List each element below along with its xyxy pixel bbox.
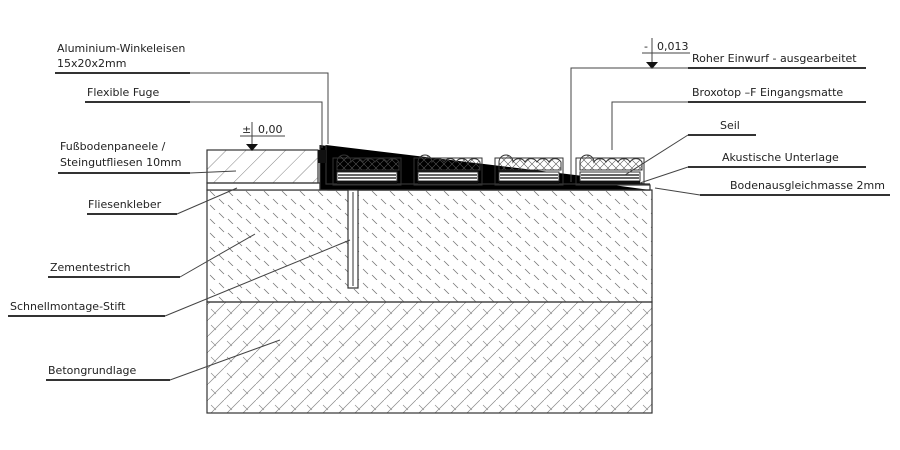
label-fuge: Flexible Fuge	[87, 86, 160, 99]
pit-level-value: 0,013	[657, 40, 689, 53]
mat-module	[332, 154, 402, 186]
label-aluminium-size: 15x20x2mm	[57, 57, 126, 70]
label-beton: Betongrundlage	[48, 364, 137, 377]
pit-level-marker-icon	[646, 62, 658, 69]
label-kleber: Fliesenkleber	[88, 198, 162, 211]
label-ausgleich: Bodenausgleichmasse 2mm	[730, 179, 885, 192]
fliesenkleber-layer	[206, 182, 321, 191]
label-seil: Seil	[720, 119, 740, 132]
betongrundlage-layer	[206, 301, 653, 414]
tile-layer	[206, 149, 319, 184]
label-estrich: Zementestrich	[50, 261, 131, 274]
label-stift: Schnellmontage-Stift	[10, 300, 126, 313]
flexible-joint	[318, 150, 326, 163]
mat-modules	[332, 154, 645, 186]
floor-level-sign: ±	[242, 123, 251, 136]
label-unterlage: Akustische Unterlage	[722, 151, 839, 164]
label-aluminium: Aluminium-Winkeleisen	[57, 42, 185, 55]
floor-level-marker-icon	[246, 144, 258, 151]
label-paneele-2: Steingutfliesen 10mm	[60, 156, 182, 169]
pit-level-sign: -	[644, 40, 648, 53]
mat-module	[494, 154, 564, 186]
zementestrich-layer	[206, 189, 653, 303]
label-einwurf: Roher Einwurf - ausgearbeitet	[692, 52, 857, 65]
label-broxotop: Broxotop –F Eingangsmatte	[692, 86, 843, 99]
label-paneele: Fußbodenpaneele /	[60, 140, 166, 153]
floor-level-value: 0,00	[258, 123, 283, 136]
mat-module	[575, 154, 645, 186]
mat-module	[413, 154, 483, 186]
